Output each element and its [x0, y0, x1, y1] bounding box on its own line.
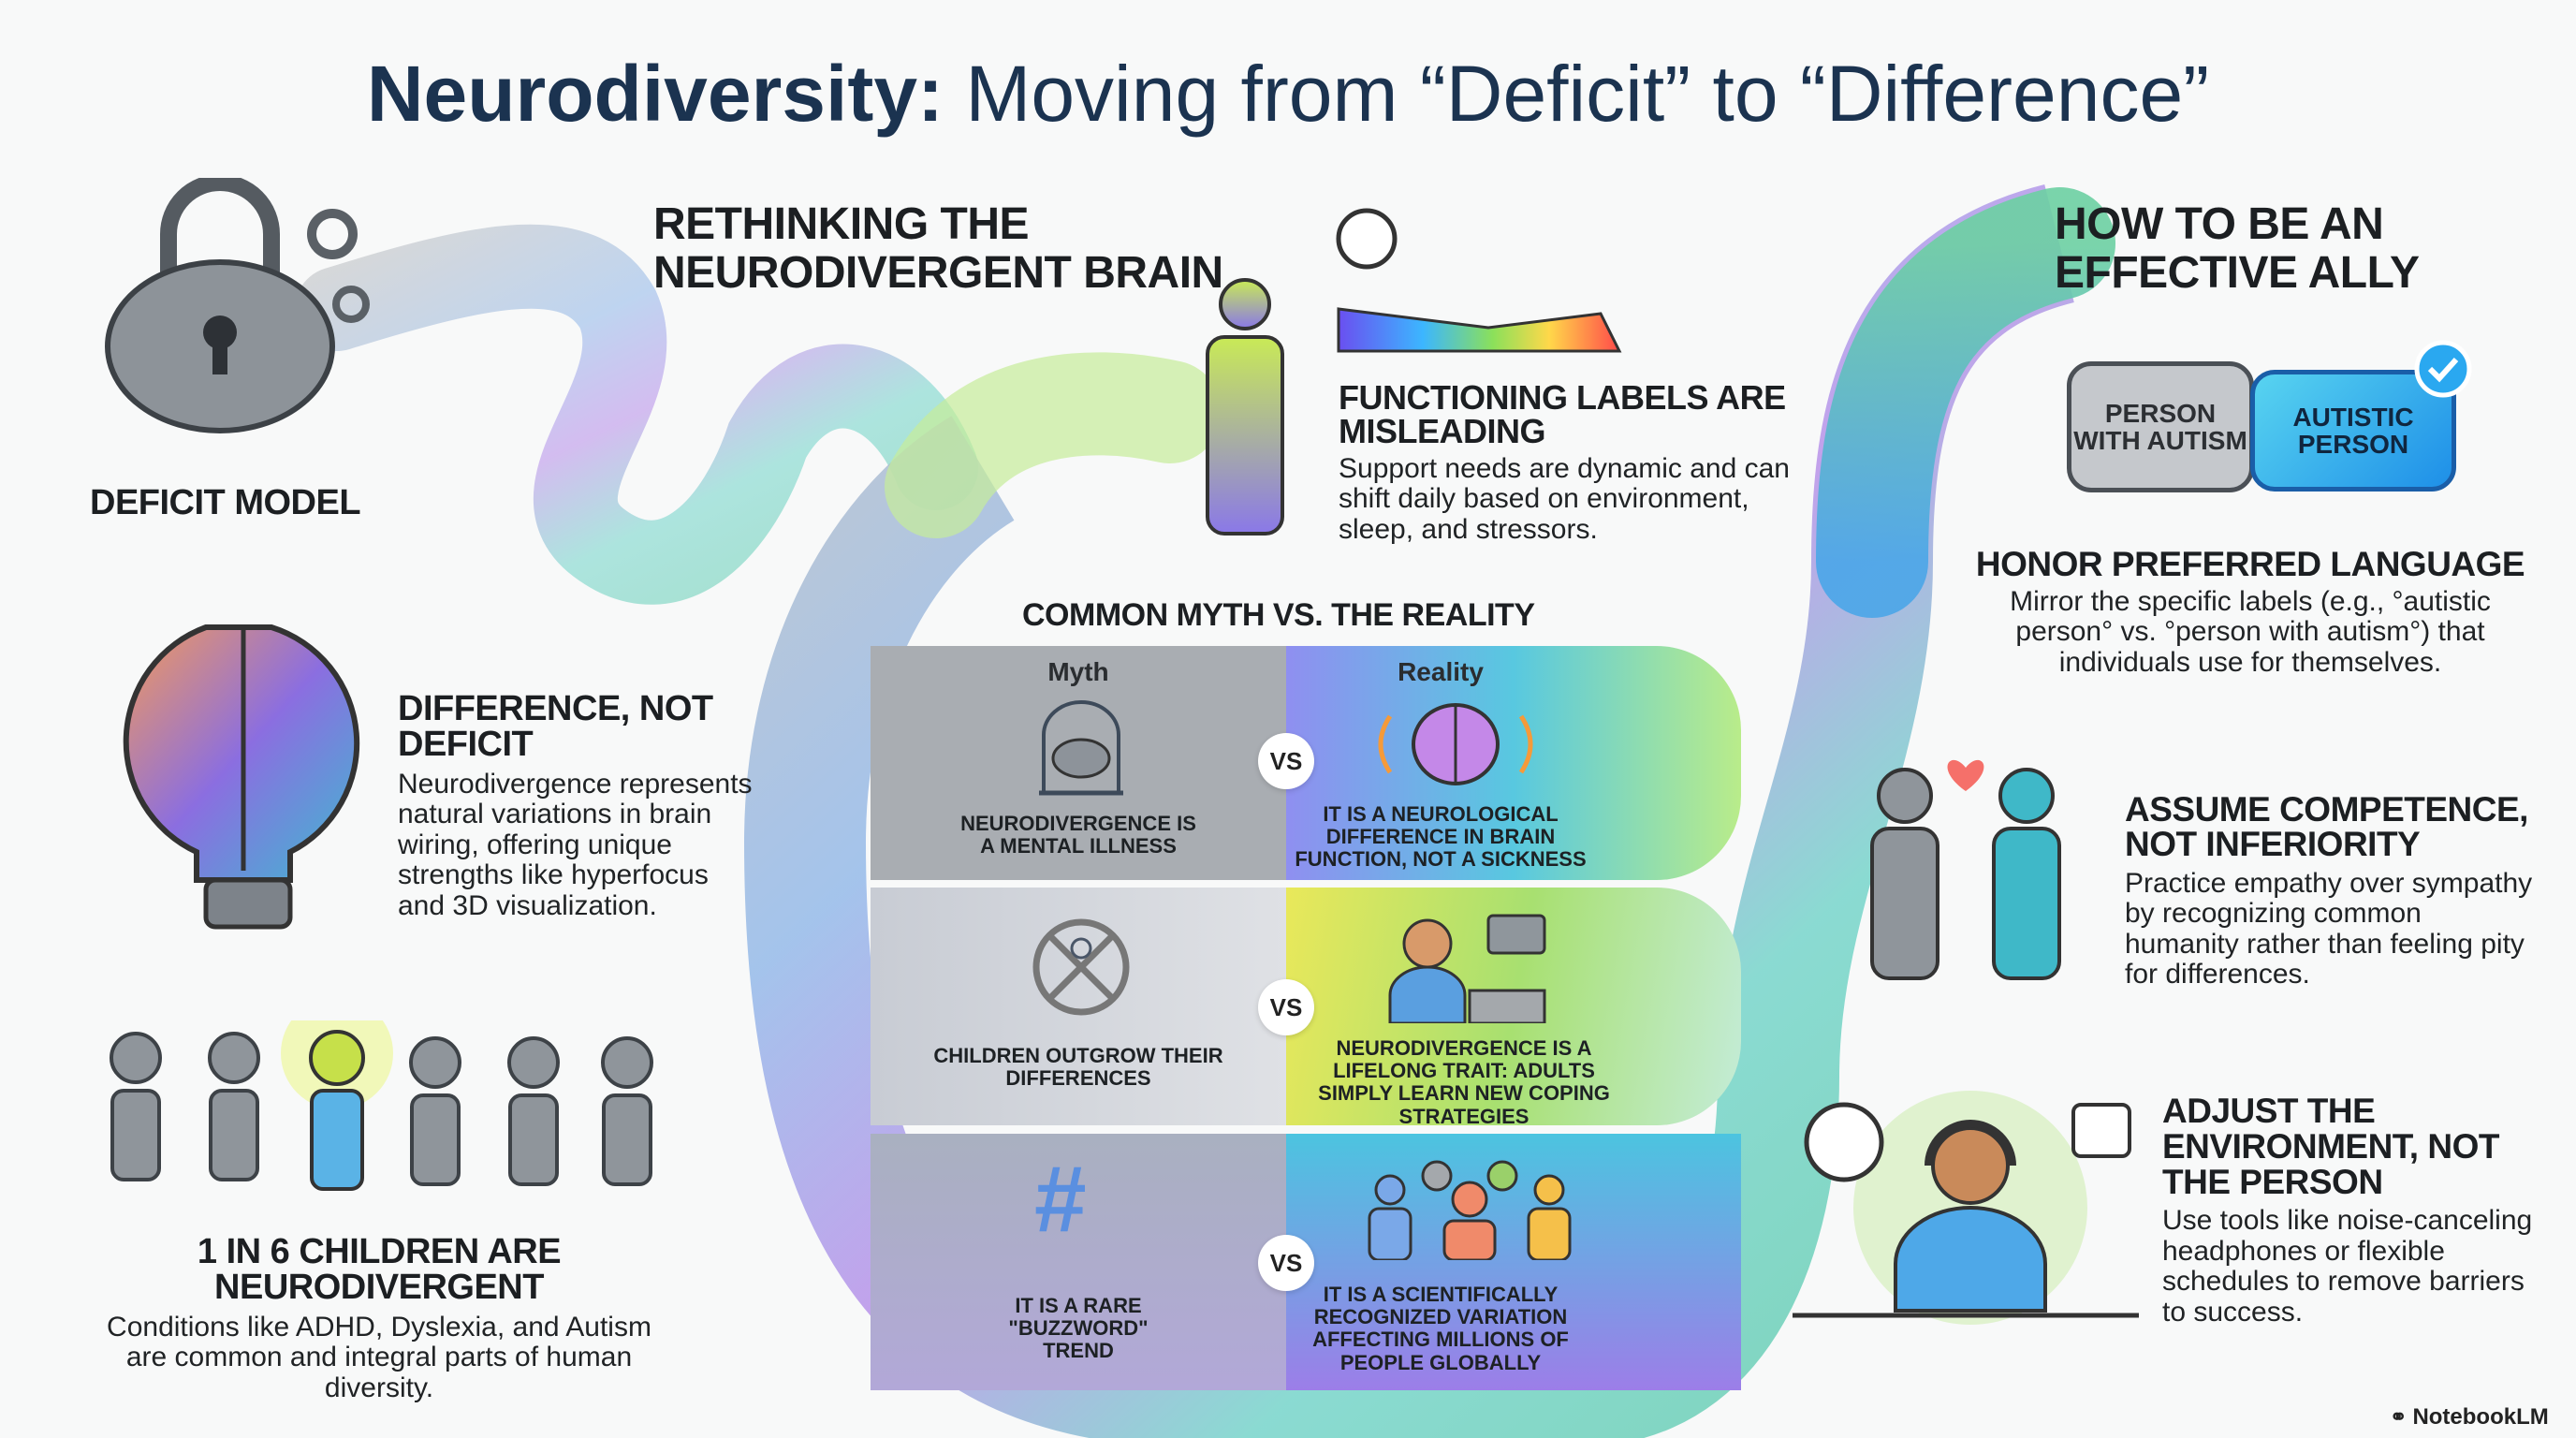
page-title: Neurodiversity: Moving from “Deficit” to… [366, 50, 2210, 138]
notebooklm-logo-icon: ⚭ [2390, 1405, 2408, 1429]
competence-heading: Assume competence, not inferiority [2125, 790, 2528, 863]
table-row: # VS It is a rare "buzzword" trend It is… [871, 1134, 1741, 1390]
language-heading: Honor preferred language [1975, 545, 2525, 583]
competence-body: Practice empathy over sympathy by recogn… [2125, 868, 2533, 990]
myth-text: It is a rare "buzzword" trend [1008, 1294, 1149, 1363]
reality-text: It is a scientifically recognized variat… [1312, 1283, 1569, 1374]
bubble-person-with-autism: Person with autism [2067, 361, 2254, 492]
locked-brain-icon [105, 178, 370, 433]
difference-block: Difference, not deficit Neurodivergence … [398, 691, 754, 921]
section-heading-rethinking: Rethinking the neurodivergent brain [653, 199, 1223, 298]
reality-text: Neurodivergence is a lifelong trait: adu… [1318, 1036, 1610, 1125]
functioning-body: Support needs are dynamic and can shift … [1339, 453, 1790, 545]
notebooklm-brand: ⚭ NotebookLM [2390, 1404, 2549, 1431]
table-row: Myth Reality VS Neurodivergence is a men… [871, 646, 1741, 880]
bubble-autistic-person: Autistic person [2250, 370, 2456, 492]
handshake-icon [1870, 759, 2061, 980]
vs-badge: VS [1258, 979, 1314, 1035]
table-row: VS Children outgrow their differences Ne… [871, 888, 1741, 1125]
adult-tools-icon [1388, 914, 1546, 1023]
language-block: Honor preferred language Mirror the spec… [1966, 547, 2535, 678]
difference-heading: Difference, not deficit [398, 689, 713, 764]
stat-body: Conditions like ADHD, Dyslexia, and Auti… [107, 1312, 651, 1403]
environment-body: Use tools like noise-canceling headphone… [2162, 1205, 2533, 1328]
myth-reality-table: Myth Reality VS Neurodivergence is a men… [871, 646, 1741, 1390]
myth-table-heading: Common myth vs. the reality [1022, 597, 1535, 633]
functioning-block: Functioning labels are misleading Suppor… [1339, 381, 1807, 545]
myth-text: Children outgrow their differences [933, 1044, 1223, 1091]
myth-column-label: Myth [1047, 657, 1109, 686]
checkmark-icon [2414, 340, 2472, 398]
competence-block: Assume competence, not inferiority Pract… [2125, 792, 2565, 990]
headphones-workspace-icon [1793, 1091, 2139, 1325]
lightbulb-brain-icon [123, 624, 360, 930]
colorful-brain-icon [1378, 703, 1533, 785]
functioning-heading: Functioning labels are misleading [1339, 378, 1786, 450]
vs-badge: VS [1258, 733, 1314, 789]
difference-body: Neurodivergence represents natural varia… [398, 769, 753, 921]
environment-heading: Adjust the environment, not the person [2162, 1092, 2499, 1202]
deficit-model-label: Deficit Model [90, 483, 361, 522]
brand-text: NotebookLM [2412, 1404, 2549, 1430]
crossed-child-icon [1032, 918, 1130, 1016]
reality-column-label: Reality [1398, 657, 1484, 686]
person-spectrum-icon [1206, 208, 1622, 536]
myth-text: Neurodivergence is a mental illness [960, 812, 1196, 858]
reality-text: It is a neurological difference in brain… [1295, 802, 1587, 872]
ally-heading: How to be an effective ally [2055, 199, 2420, 298]
stat-heading: 1 in 6 children are neurodivergent [197, 1232, 562, 1307]
children-group-icon [110, 1020, 653, 1191]
language-body: Mirror the specific labels (e.g., °autis… [2010, 586, 2491, 678]
caged-brain-icon [1039, 700, 1123, 796]
vs-badge: VS [1258, 1235, 1314, 1291]
hashtag-icon: # [1034, 1147, 1087, 1252]
environment-block: Adjust the environment, not the person U… [2162, 1093, 2555, 1328]
stat-block: 1 in 6 children are neurodivergent Condi… [94, 1234, 665, 1403]
people-group-icon [1368, 1160, 1572, 1260]
